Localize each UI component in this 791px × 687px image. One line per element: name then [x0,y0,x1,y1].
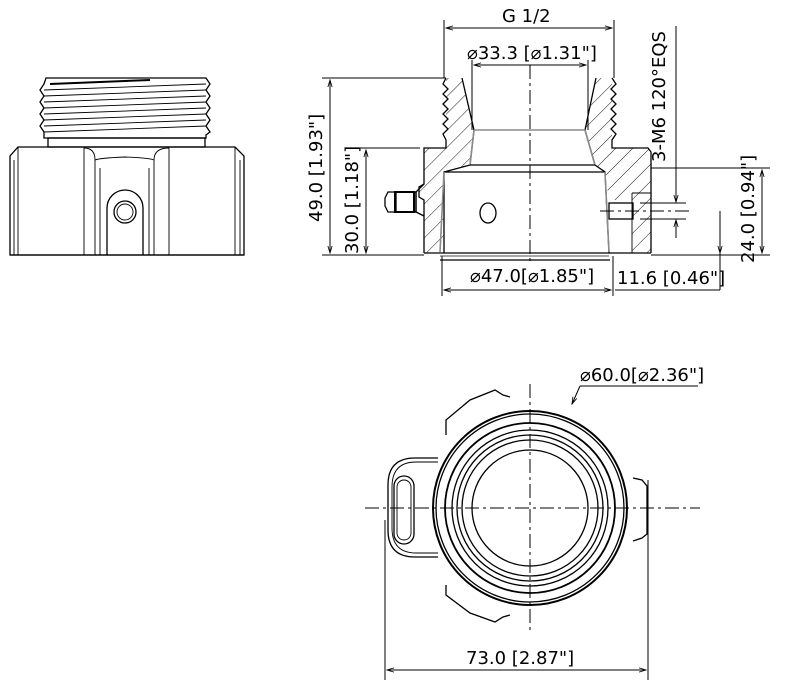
body-height-label: 30.0 [1.18"] [342,145,363,254]
section-view [384,65,690,262]
screw-height-label: 24.0 [0.94"] [738,154,759,263]
dimension-lines [322,20,770,680]
bottom-view [365,384,700,632]
thread-size-label: G 1/2 [502,6,551,27]
inner-diameter-label: ⌀33.3 [⌀1.31"] [467,43,597,64]
screw-spec-label: 3-M6 120°EQS [649,31,670,162]
total-height-label: 49.0 [1.93"] [306,113,327,222]
total-width-label: 73.0 [2.87"] [466,648,575,669]
base-diameter-label: ⌀47.0[⌀1.85"] [470,266,595,287]
side-view [9,77,245,256]
thread [39,77,211,148]
outer-diameter-label: ⌀60.0[⌀2.36"] [580,365,705,386]
screw-offset-label: 11.6 [0.46"] [617,268,726,289]
